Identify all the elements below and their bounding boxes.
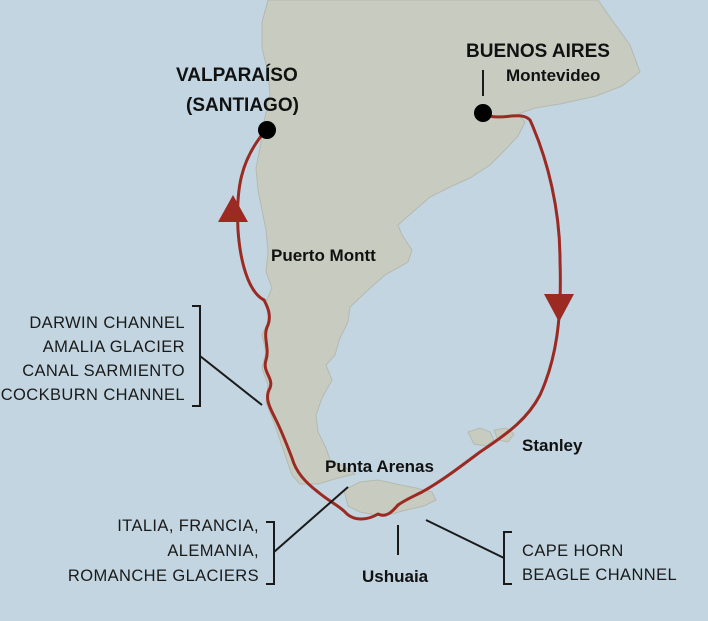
glaciers-bracket	[266, 521, 275, 585]
callout-line: CAPE HORN	[522, 542, 624, 560]
port-dot-icon	[474, 104, 492, 122]
leader-lines	[192, 70, 512, 585]
south-america-landmass	[255, 0, 641, 485]
port-dot-icon	[258, 121, 276, 139]
label-stanley: Stanley	[522, 436, 583, 455]
callout-cape-horn: CAPE HORN BEAGLE CHANNEL	[522, 542, 677, 584]
label-puerto-montt: Puerto Montt	[271, 246, 376, 265]
label-ushuaia: Ushuaia	[362, 567, 429, 586]
label-buenos-aires: BUENOS AIRES	[466, 41, 610, 62]
label-montevideo: Montevideo	[506, 66, 600, 85]
route-puerto-montt-valparaiso-segment	[236, 128, 268, 302]
route-montevideo-stanley-segment	[396, 112, 562, 507]
callout-chilean-fjords: DARWIN CHANNEL AMALIA GLACIER CANAL SARM…	[1, 314, 185, 404]
callout-line: ROMANCHE GLACIERS	[68, 567, 259, 585]
callout-line: AMALIA GLACIER	[43, 338, 185, 356]
route-arrow-icon	[218, 195, 248, 222]
glaciers-leader	[273, 486, 349, 553]
callout-line: ALEMANIA,	[167, 542, 259, 560]
callout-line: BEAGLE CHANNEL	[522, 566, 677, 584]
callout-glaciers: ITALIA, FRANCIA, ALEMANIA, ROMANCHE GLAC…	[68, 517, 259, 585]
route-ushuaia-fjords-segment	[262, 298, 400, 521]
cruise-route	[236, 112, 562, 521]
cape-horn-leader	[425, 519, 505, 559]
label-punta-arenas: Punta Arenas	[325, 457, 434, 476]
callout-line: DARWIN CHANNEL	[29, 314, 185, 332]
route-arrow-icon	[544, 294, 574, 322]
callout-line: COCKBURN CHANNEL	[1, 386, 185, 404]
tierra-del-fuego	[343, 479, 437, 516]
fjords-leader	[199, 355, 263, 406]
label-santiago: (SANTIAGO)	[186, 95, 299, 116]
label-valparaiso: VALPARAÍSO	[176, 64, 298, 86]
falkland-islands	[467, 427, 495, 447]
callout-line: CANAL SARMIENTO	[22, 362, 185, 380]
callout-line: ITALIA, FRANCIA,	[117, 517, 259, 535]
